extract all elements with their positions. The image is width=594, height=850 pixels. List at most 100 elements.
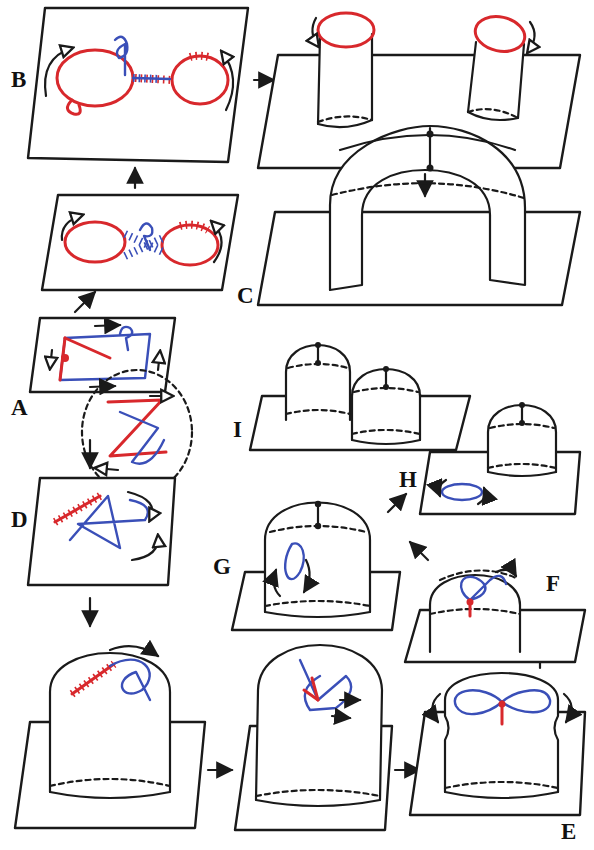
point [427,165,434,172]
blue-twist [115,37,127,75]
base-circle [352,430,420,434]
rotation-arrow [564,694,572,722]
rotation-arrow [432,694,440,722]
point [315,342,321,348]
step-arrow [424,174,426,196]
tube-edge [468,42,476,112]
label-slot: E [560,820,577,843]
point [499,701,506,708]
waist-line [332,183,524,198]
base-circle [488,464,556,468]
blue-strand [461,576,506,600]
point [383,384,389,390]
base-circle [256,800,380,806]
rotation-arrow [222,52,233,110]
panel-letter: B [10,68,27,91]
hatch-marks [72,664,114,694]
rotation-arrow [528,22,535,52]
step-arrow [134,168,136,188]
panel-a [30,318,175,392]
dome [265,503,370,613]
base-circle [488,472,556,476]
label-slot: F [545,572,561,595]
hatch-marks [180,225,208,230]
rotation-arrow [439,480,446,496]
step-arrow [410,542,428,560]
base-circle [445,782,558,788]
step-arrow [254,79,274,81]
panel-g [232,501,400,630]
motion-arrow [150,395,172,397]
label-slot: I [232,418,243,441]
step-arrow [75,292,95,312]
inset-outline [82,370,192,494]
panel-c [258,126,580,305]
red-loop [172,56,228,104]
motion-arrow [158,352,160,370]
neck-line [340,135,515,150]
label-slot: G [212,555,232,578]
dome [286,345,350,420]
hatch-marks [55,496,100,522]
point [315,501,321,507]
blue-strand [70,496,148,548]
motion-arrow [90,386,115,387]
panel-letter: F [545,572,561,595]
panel-letter: A [10,396,29,419]
red-edge [55,496,100,522]
base-circle [265,612,370,617]
panel-figure-eight [42,195,238,290]
blue-loop [442,484,482,500]
base-circle [256,790,380,796]
panel-dome-1 [15,646,205,828]
blue-strand [110,660,150,700]
dome [50,653,170,792]
base-circle [468,112,518,120]
step-arrow [388,494,406,512]
red-circle [318,13,374,47]
panel-dome-2 [235,645,392,830]
inset-detail [82,370,192,494]
motion-arrow [96,468,118,470]
point [519,420,525,426]
base-circle [286,410,350,414]
plane [28,478,175,585]
motion-arrow [128,492,152,520]
point [315,523,321,529]
blue-band [133,78,170,79]
point [315,360,321,366]
plane [28,8,248,162]
rotation-arrow [212,222,222,262]
panel-e [410,673,585,815]
step-arrow [89,440,91,468]
base-circle [445,792,558,798]
rotation-arrow [45,48,72,96]
motion-arrow [132,536,158,560]
step-arrow [208,769,232,771]
blue-strand [300,660,351,710]
label-slot: A [10,396,29,419]
panel-letter: E [560,820,577,843]
dome [256,645,382,800]
red-twist [67,100,80,114]
base-circle [430,609,520,614]
red-circle [472,12,528,56]
tube-edge [318,36,320,124]
base-circle [50,792,170,798]
point [427,131,434,138]
blue-twist [120,327,132,350]
base-circle [352,440,420,444]
step-arrow [89,598,91,626]
red-diagonal [65,338,110,358]
panel-f [405,570,585,662]
motion-arrow [340,699,360,701]
point [383,366,389,372]
hatch-marks [190,56,212,58]
blue-twist [140,223,152,250]
panel-b [28,8,248,162]
point [519,402,525,408]
tube-edge [518,44,524,118]
red-loop [65,222,125,262]
